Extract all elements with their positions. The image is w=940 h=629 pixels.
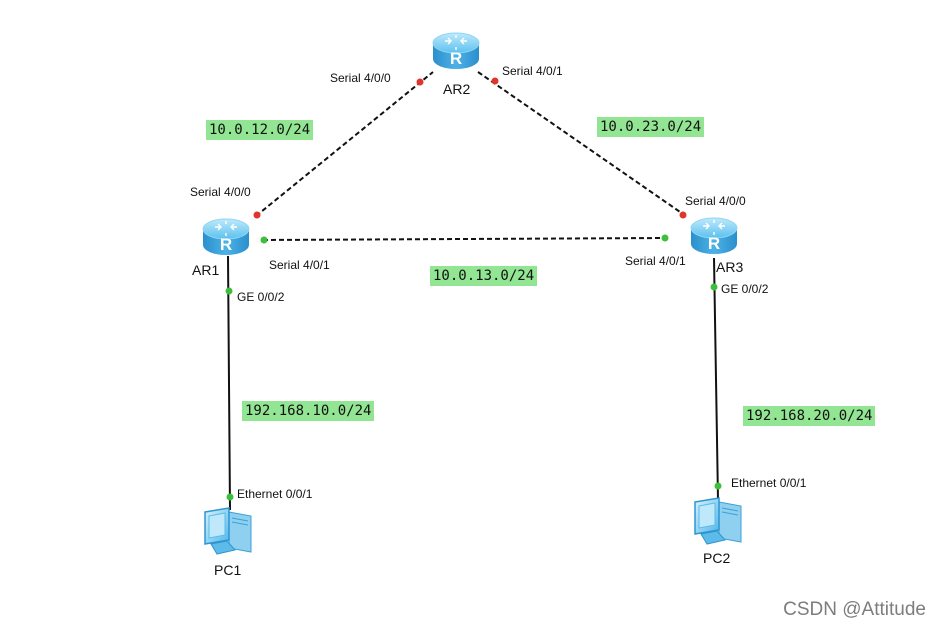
router-icon[interactable]: R xyxy=(201,215,251,259)
svg-text:R: R xyxy=(708,234,720,253)
port-dot-pc2-eth xyxy=(714,482,722,490)
interface-label-ar1-s400: Serial 4/0/0 xyxy=(190,185,251,199)
link-ar2-ar3[interactable] xyxy=(477,71,684,215)
interface-label-ar2-s401: Serial 4/0/1 xyxy=(502,64,563,78)
port-dot-ar2-s401 xyxy=(491,77,499,85)
interface-label-ar2-s400: Serial 4/0/0 xyxy=(330,71,391,85)
network-label-192-168-10: 192.168.10.0/24 xyxy=(242,401,375,421)
device-label-ar3: AR3 xyxy=(716,259,744,275)
pc-icon[interactable] xyxy=(201,506,257,558)
link-ar3-pc2[interactable] xyxy=(713,257,719,501)
port-dot-ar3-s400 xyxy=(679,211,687,219)
port-dot-ar1-s401 xyxy=(260,236,268,244)
device-label-ar1: AR1 xyxy=(192,262,220,278)
interface-label-ar1-ge: GE 0/0/2 xyxy=(237,290,285,304)
link-ar1-pc1[interactable] xyxy=(227,255,231,511)
network-label-10-0-13: 10.0.13.0/24 xyxy=(430,266,538,286)
port-dot-ar3-s401 xyxy=(661,234,669,242)
network-label-10-0-23: 10.0.23.0/24 xyxy=(597,117,705,137)
port-dot-ar1-ge xyxy=(225,287,233,295)
watermark: CSDN @Attitude xyxy=(783,599,926,620)
link-ar1-ar2[interactable] xyxy=(255,71,434,217)
svg-text:R: R xyxy=(450,49,462,68)
device-label-pc1: PC1 xyxy=(214,562,242,578)
svg-text:R: R xyxy=(220,235,232,254)
interface-label-ar3-s400: Serial 4/0/0 xyxy=(685,194,746,208)
device-label-ar2: AR2 xyxy=(443,81,471,97)
port-dot-ar1-s400 xyxy=(253,211,261,219)
port-dot-ar3-ge xyxy=(710,283,718,291)
pc-icon[interactable] xyxy=(691,496,747,548)
network-label-10-0-12: 10.0.12.0/24 xyxy=(206,120,314,140)
interface-label-pc2-eth: Ethernet 0/0/1 xyxy=(731,476,807,490)
interface-label-ar1-s401: Serial 4/0/1 xyxy=(269,258,330,272)
interface-label-ar3-s401: Serial 4/0/1 xyxy=(625,254,686,268)
port-dot-pc1-eth xyxy=(226,493,234,501)
router-icon[interactable]: R xyxy=(431,29,481,73)
port-dot-ar2-s400 xyxy=(416,78,424,86)
link-ar1-ar3[interactable] xyxy=(262,237,667,241)
interface-label-pc1-eth: Ethernet 0/0/1 xyxy=(237,487,313,501)
network-label-192-168-20: 192.168.20.0/24 xyxy=(743,406,876,426)
interface-label-ar3-ge: GE 0/0/2 xyxy=(721,282,769,296)
router-icon[interactable]: R xyxy=(689,214,739,258)
device-label-pc2: PC2 xyxy=(703,550,731,566)
